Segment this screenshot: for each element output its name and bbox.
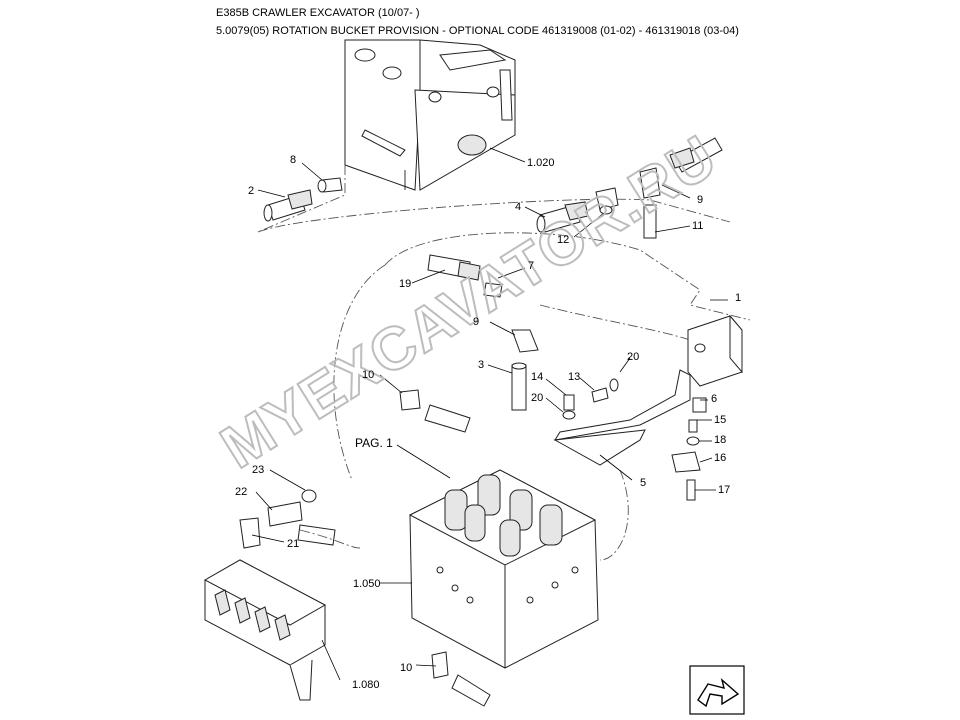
callout-2: 2 — [248, 185, 254, 197]
hose-end-upper-right — [669, 137, 723, 173]
elbow-fitting-9-upper — [639, 167, 661, 239]
manifold-block — [203, 559, 327, 701]
callout-10-middle: 10 — [362, 369, 374, 381]
callout-22: 22 — [235, 486, 247, 498]
callout-17: 17 — [718, 484, 730, 496]
main-control-valve — [408, 469, 599, 669]
document-subtitle: 5.0079(05) ROTATION BUCKET PROVISION - O… — [216, 25, 739, 37]
callout-10-lower: 10 — [400, 662, 412, 674]
callout-12: 12 — [557, 234, 569, 246]
elbow-fitting-9-middle — [511, 329, 539, 353]
callout-23: 23 — [252, 464, 264, 476]
washer-20-upper — [609, 378, 619, 392]
screw-6 — [692, 397, 707, 413]
callout-20-lower: 20 — [531, 392, 543, 404]
callout-8: 8 — [290, 154, 296, 166]
washer-20-lower — [562, 410, 576, 420]
bolt-14 — [563, 394, 575, 411]
fitting-23 — [301, 489, 317, 503]
bracket-5 — [553, 369, 691, 466]
hose-end-lower-left — [297, 524, 336, 546]
tee-fitting-22 — [267, 501, 303, 527]
callout-15: 15 — [714, 414, 726, 426]
fitting-8 — [317, 177, 343, 193]
callout-14: 14 — [531, 371, 543, 383]
document-title: E385B CRAWLER EXCAVATOR (10/07- ) — [216, 7, 420, 19]
hose-end-3 — [511, 362, 527, 411]
callout-6: 6 — [711, 393, 717, 405]
callout-9-middle: 9 — [473, 316, 479, 328]
callout-pag1: PAG. 1 — [355, 436, 393, 450]
clamp-16 — [671, 451, 701, 473]
hydraulic-tank-assembly — [344, 39, 516, 191]
elbow-fitting-12 — [595, 187, 619, 215]
elbow-fitting-10 — [399, 389, 421, 411]
leader-lines — [251, 147, 728, 681]
callout-20-upper: 20 — [627, 351, 639, 363]
callout-7: 7 — [528, 260, 534, 272]
washer-18 — [686, 436, 700, 446]
callout-1020: 1.020 — [527, 157, 555, 169]
callout-11: 11 — [692, 220, 703, 232]
next-page-arrow-icon[interactable] — [689, 665, 745, 715]
callout-5: 5 — [640, 477, 646, 489]
elbow-fitting-10-lower — [431, 651, 449, 679]
fitting-7 — [483, 282, 503, 298]
callout-18: 18 — [714, 434, 726, 446]
hose-end-19 — [427, 254, 481, 281]
hose-end-4 — [536, 201, 589, 233]
bolt-13 — [591, 387, 609, 403]
callout-1080: 1.080 — [352, 679, 380, 691]
callout-3: 3 — [478, 359, 484, 371]
hose-end-2 — [263, 189, 313, 222]
callout-13: 13 — [568, 371, 580, 383]
callout-1: 1 — [735, 292, 741, 304]
callout-9-upper: 9 — [697, 194, 703, 206]
pin-17 — [686, 479, 696, 501]
callout-1050: 1.050 — [353, 578, 381, 590]
elbow-fitting-21 — [239, 517, 261, 549]
hose-end-middle-left — [424, 404, 471, 433]
screw-15 — [688, 419, 698, 433]
callout-21: 21 — [287, 538, 299, 550]
watermark: MYEXCAVATOR.RU — [209, 122, 728, 481]
callout-4: 4 — [515, 201, 521, 213]
valve-1 — [687, 314, 743, 387]
hose-end-bottom — [451, 674, 491, 707]
callout-19: 19 — [399, 278, 411, 290]
callout-16: 16 — [714, 452, 726, 464]
